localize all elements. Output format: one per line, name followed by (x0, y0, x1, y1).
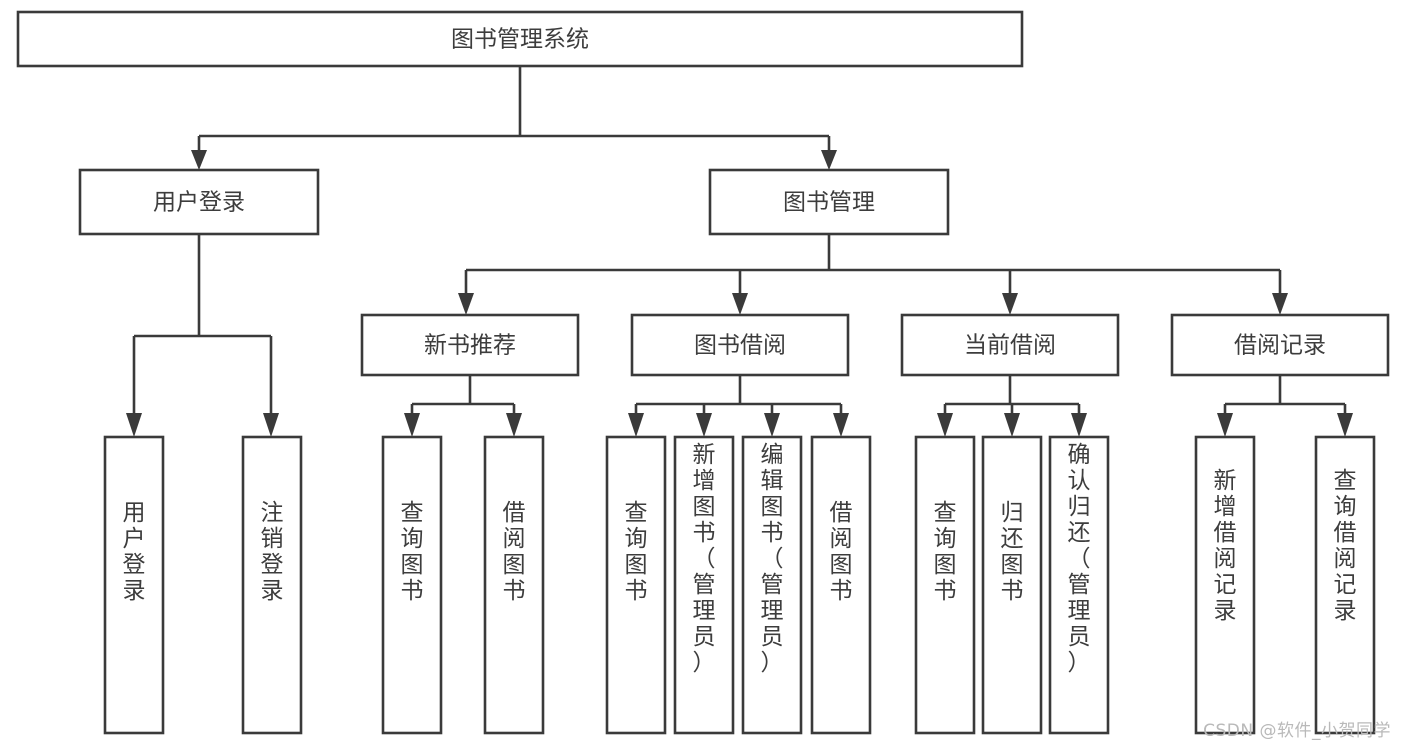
arrow-head-leaf-return-book (1004, 413, 1020, 437)
node-root[interactable]: 图书管理系统 (16, 10, 1024, 68)
node-current-borrow-box[interactable] (900, 313, 1120, 377)
leaf-node-user-login-box[interactable] (103, 435, 165, 735)
leaf-group-new-book-recommend: 查询图书 借阅图书 (381, 435, 545, 735)
leaf-node-confirm-return[interactable]: 确认归还（管理员） (1048, 435, 1110, 735)
leaf-node-borrow-book-1-label: 借阅图书 (503, 500, 526, 604)
leaf-node-return-book-box[interactable] (981, 435, 1043, 735)
leaf-node-query-record-box[interactable] (1314, 435, 1376, 735)
leaf-group-book-borrow: 查询图书 新增图书（管理员） 编辑图书（管理员） 借阅图书 (605, 435, 872, 735)
connector-group-book-mgmt (458, 234, 1288, 315)
node-root-box[interactable] (16, 10, 1024, 68)
leaf-node-confirm-return-box[interactable] (1048, 435, 1110, 735)
node-new-book-recommend-label: 新书推荐 (424, 333, 516, 359)
leaf-node-edit-book-label: 编辑图书（管理员） (761, 442, 784, 676)
connector-group-current-children (937, 375, 1087, 437)
leaf-node-add-record-box[interactable] (1194, 435, 1256, 735)
arrow-head-leaf-user-login (126, 413, 142, 437)
leaf-node-query-book-1-box[interactable] (381, 435, 443, 735)
leaf-node-return-book[interactable]: 归还图书 (981, 435, 1043, 735)
node-new-book-recommend-box[interactable] (360, 313, 580, 377)
arrow-head-book-mgmt (821, 150, 837, 170)
node-borrow-records-box[interactable] (1170, 313, 1390, 377)
node-current-borrow-label: 当前借阅 (964, 333, 1056, 359)
arrow-head-records (1272, 293, 1288, 315)
node-user-login-box[interactable] (78, 168, 320, 236)
connector-group-root (191, 66, 837, 170)
node-book-borrow-box[interactable] (630, 313, 850, 377)
connector-group-borrow-children (628, 375, 849, 437)
arrow-head-leaf-add-record (1217, 413, 1233, 437)
node-borrow-records-label: 借阅记录 (1234, 333, 1326, 359)
node-current-borrow[interactable]: 当前借阅 (900, 313, 1120, 377)
leaf-node-add-record-label: 新增借阅记录 (1214, 468, 1237, 624)
node-root-label: 图书管理系统 (451, 27, 589, 53)
arrow-head-leaf-confirm-return (1071, 413, 1087, 437)
arrow-head-leaf-add-book (696, 413, 712, 437)
leaf-group-user-login: 用户登录 注销登录 (103, 435, 303, 735)
leaf-group-current-borrow: 查询图书 归还图书 确认归还（管理员） (914, 435, 1110, 735)
leaf-node-user-login-label: 用户登录 (123, 500, 146, 604)
connector-group-records-children (1217, 375, 1353, 437)
node-new-book-recommend[interactable]: 新书推荐 (360, 313, 580, 377)
leaf-node-query-book-2-label: 查询图书 (625, 500, 648, 604)
arrow-head-user-login (191, 150, 207, 170)
leaf-node-add-book-label: 新增图书（管理员） (693, 442, 716, 676)
node-user-login-label: 用户登录 (153, 190, 245, 216)
node-book-management-box[interactable] (708, 168, 950, 236)
arrow-head-leaf-edit-book (764, 413, 780, 437)
leaf-node-query-book-3-box[interactable] (914, 435, 976, 735)
node-borrow-records[interactable]: 借阅记录 (1170, 313, 1390, 377)
node-user-login[interactable]: 用户登录 (78, 168, 320, 236)
leaf-node-return-book-label: 归还图书 (1001, 500, 1024, 604)
leaf-node-edit-book[interactable]: 编辑图书（管理员） (741, 435, 803, 735)
arrow-head-leaf-logout (263, 413, 279, 437)
leaf-node-user-login[interactable]: 用户登录 (103, 435, 165, 735)
leaf-node-borrow-book-2-box[interactable] (810, 435, 872, 735)
leaf-group-borrow-records: 新增借阅记录 查询借阅记录 (1194, 435, 1376, 735)
arrow-head-leaf-borrow-book-2 (833, 413, 849, 437)
leaf-node-add-book[interactable]: 新增图书（管理员） (673, 435, 735, 735)
arrow-head-leaf-query-book-2 (628, 413, 644, 437)
leaf-node-query-book-1-label: 查询图书 (401, 500, 424, 604)
arrow-head-borrow (732, 293, 748, 315)
node-book-borrow-label: 图书借阅 (694, 333, 786, 359)
leaf-node-borrow-book-1[interactable]: 借阅图书 (483, 435, 545, 735)
leaf-node-borrow-book-2[interactable]: 借阅图书 (810, 435, 872, 735)
leaf-node-add-record[interactable]: 新增借阅记录 (1194, 435, 1256, 735)
leaf-node-query-book-2-box[interactable] (605, 435, 667, 735)
leaf-node-query-book-1[interactable]: 查询图书 (381, 435, 443, 735)
arrow-head-current (1002, 293, 1018, 315)
arrow-head-leaf-query-book-1 (404, 413, 420, 437)
node-book-management-label: 图书管理 (783, 190, 875, 216)
leaf-node-borrow-book-1-box[interactable] (483, 435, 545, 735)
leaf-node-query-record-label: 查询借阅记录 (1334, 468, 1357, 624)
leaf-node-query-book-3[interactable]: 查询图书 (914, 435, 976, 735)
leaf-node-confirm-return-label: 确认归还（管理员） (1068, 442, 1091, 676)
connector-group-new-book-children (404, 375, 522, 437)
node-book-management[interactable]: 图书管理 (708, 168, 950, 236)
arrow-head-new-book (458, 293, 474, 315)
leaf-node-query-book-2[interactable]: 查询图书 (605, 435, 667, 735)
leaf-node-add-book-box[interactable] (673, 435, 735, 735)
leaf-node-logout[interactable]: 注销登录 (241, 435, 303, 735)
arrow-head-leaf-borrow-book-1 (506, 413, 522, 437)
leaf-node-query-book-3-label: 查询图书 (934, 500, 957, 604)
leaf-node-logout-label: 注销登录 (261, 500, 284, 604)
leaf-node-borrow-book-2-label: 借阅图书 (830, 500, 853, 604)
arrow-head-leaf-query-book-3 (937, 413, 953, 437)
node-book-borrow[interactable]: 图书借阅 (630, 313, 850, 377)
arrow-head-leaf-query-record (1337, 413, 1353, 437)
leaf-node-query-record[interactable]: 查询借阅记录 (1314, 435, 1376, 735)
leaf-node-edit-book-box[interactable] (741, 435, 803, 735)
connector-group-user-login-children (126, 234, 279, 437)
leaf-node-logout-box[interactable] (241, 435, 303, 735)
